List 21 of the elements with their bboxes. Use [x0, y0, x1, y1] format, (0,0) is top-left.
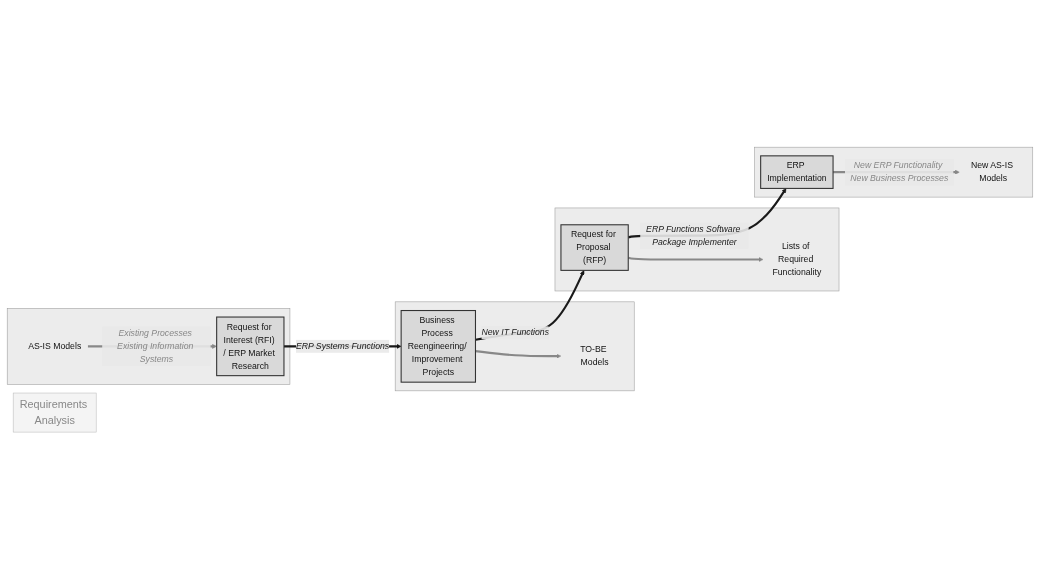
cluster	[554, 208, 839, 292]
node-text: AS-IS Models	[27, 341, 81, 352]
node-text: New AS-IS Models	[970, 161, 1013, 184]
node-text: TO-BE Models	[579, 345, 609, 368]
cluster	[394, 301, 634, 392]
node-box: Business Process Reengineering/ Improvement Projects	[400, 310, 476, 384]
edge-label: Existing Processes Existing Information Systems	[116, 328, 193, 365]
node-box: Request for Proposal (RFP)	[559, 224, 629, 272]
edge-label: New ERP Functionality New Business Processes	[849, 161, 948, 184]
edge-label: ERP Systems Functions	[295, 341, 389, 352]
node-box: ERP Implementation	[759, 155, 834, 190]
edge-label: New IT Functions	[480, 328, 549, 338]
arrow	[474, 270, 584, 342]
node-box: Request for Interest (RFI) / ERP Market Research	[215, 316, 285, 377]
cluster	[753, 147, 1033, 198]
node-box: Requirements Analysis	[12, 393, 96, 433]
node-text: Lists of Required Functionality	[771, 241, 821, 278]
arrow	[627, 257, 763, 263]
arrow	[474, 350, 561, 359]
cluster	[6, 308, 290, 385]
edge-label: ERP Functions Software Package Implementer	[645, 224, 740, 247]
